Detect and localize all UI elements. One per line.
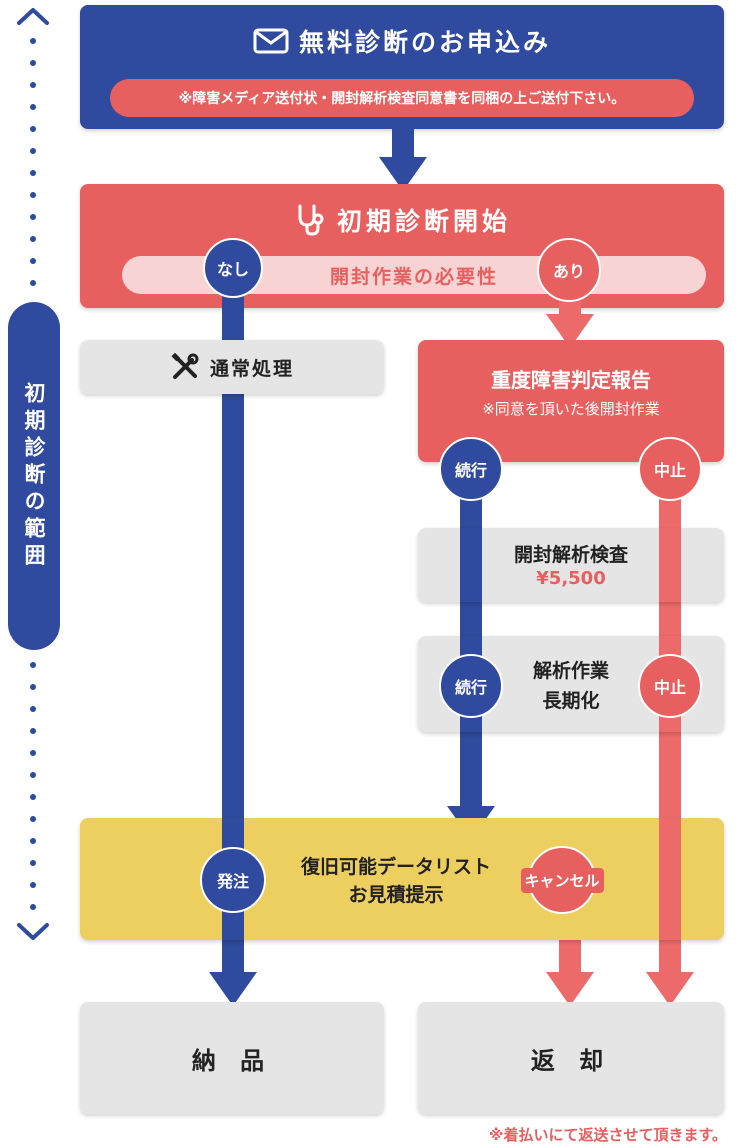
scope-dot bbox=[30, 60, 36, 66]
badge-cancel-label: キャンセル bbox=[520, 867, 604, 893]
initial-diagnosis-box: 初期診断開始 開封作業の必要性 bbox=[80, 184, 724, 308]
return-label: 返 却 bbox=[530, 1046, 612, 1075]
badge-no-label: なし bbox=[216, 260, 249, 279]
apply-note-pill: ※障害メディア送付状・開封解析検査同意書を同梱の上ご送付下さい。 bbox=[110, 79, 694, 117]
chevron-down-icon bbox=[17, 923, 49, 940]
arrow-cancel-to-return bbox=[546, 972, 594, 1006]
stethoscope-icon bbox=[298, 204, 324, 236]
estimate-line1: 復旧可能データリスト bbox=[300, 856, 491, 878]
badge-yes: あり bbox=[537, 238, 601, 302]
scope-dot bbox=[30, 816, 36, 822]
scope-dot bbox=[30, 794, 36, 800]
scope-dot bbox=[30, 280, 36, 286]
delivery-label: 納 品 bbox=[191, 1046, 273, 1075]
tools-icon bbox=[171, 352, 199, 379]
scope-dot bbox=[30, 104, 36, 110]
scope-dot bbox=[30, 170, 36, 176]
badge-cancel: キャンセル bbox=[520, 846, 604, 914]
badge-yes-label: あり bbox=[552, 262, 585, 281]
scope-dot bbox=[30, 662, 36, 668]
normal-processing-box: 通常処理 bbox=[80, 340, 384, 394]
scope-dot bbox=[30, 728, 36, 734]
estimate-box: 復旧可能データリスト お見積提示 bbox=[80, 818, 724, 940]
scope-dot bbox=[30, 860, 36, 866]
inspection-title: 開封解析検査 bbox=[513, 544, 628, 566]
badge-continue-2: 続行 bbox=[439, 654, 503, 718]
delivery-box: 納 品 bbox=[80, 1002, 384, 1114]
return-note: ※着払いにて返送させて頂きます。 bbox=[488, 1126, 727, 1144]
scope-dot bbox=[30, 214, 36, 220]
scope-dot bbox=[30, 750, 36, 756]
normal-label: 通常処理 bbox=[209, 357, 294, 380]
scope-dot bbox=[30, 838, 36, 844]
badge-no: なし bbox=[203, 238, 263, 298]
badge-stop-2-label: 中止 bbox=[653, 678, 686, 697]
scope-dot bbox=[30, 904, 36, 910]
apply-box: 無料診断のお申込み ※障害メディア送付状・開封解析検査同意書を同梱の上ご送付下さ… bbox=[80, 5, 724, 129]
scope-dot bbox=[30, 126, 36, 132]
scope-dot bbox=[30, 258, 36, 264]
return-box: 返 却 bbox=[418, 1002, 724, 1114]
scope-dot bbox=[30, 236, 36, 242]
scope-dot bbox=[30, 82, 36, 88]
initial-title: 初期診断開始 bbox=[336, 207, 511, 236]
badge-stop-2: 中止 bbox=[638, 654, 702, 718]
badge-stop-1: 中止 bbox=[638, 437, 702, 501]
apply-note: ※障害メディア送付状・開封解析検査同意書を同梱の上ご送付下さい。 bbox=[178, 91, 626, 107]
envelope-icon bbox=[253, 28, 289, 54]
severe-title: 重度障害判定報告 bbox=[491, 368, 651, 392]
scope-dot bbox=[30, 706, 36, 712]
badge-continue-1-label: 続行 bbox=[454, 461, 487, 480]
severe-note: ※同意を頂いた後開封作業 bbox=[482, 400, 660, 418]
arrow-to-delivery bbox=[209, 972, 257, 1006]
scope-dot bbox=[30, 772, 36, 778]
arrow-stop-to-return bbox=[646, 972, 694, 1006]
long-analysis-line1: 解析作業 bbox=[532, 660, 609, 682]
scope-dot bbox=[30, 192, 36, 198]
scope-label: 初期診断の範囲 bbox=[22, 381, 46, 571]
inspection-price: ¥5,500 bbox=[536, 568, 606, 589]
badge-continue-2-label: 続行 bbox=[454, 678, 487, 697]
badge-order-label: 発注 bbox=[216, 872, 249, 891]
chevron-up-icon bbox=[17, 8, 49, 25]
long-analysis-line2: 長期化 bbox=[542, 690, 600, 712]
scope-dot bbox=[30, 38, 36, 44]
apply-title: 無料診断のお申込み bbox=[298, 28, 551, 57]
scope-dot bbox=[30, 684, 36, 690]
estimate-line2: お見積提示 bbox=[348, 884, 444, 906]
badge-order: 発注 bbox=[200, 847, 266, 913]
scope-label-pill: 初期診断の範囲 bbox=[8, 302, 60, 650]
necessity-label: 開封作業の必要性 bbox=[329, 265, 498, 288]
path-normal-line bbox=[222, 295, 244, 975]
scope-dot bbox=[30, 882, 36, 888]
badge-stop-1-label: 中止 bbox=[653, 461, 686, 480]
scope-dot bbox=[30, 148, 36, 154]
badge-continue-1: 続行 bbox=[439, 437, 503, 501]
